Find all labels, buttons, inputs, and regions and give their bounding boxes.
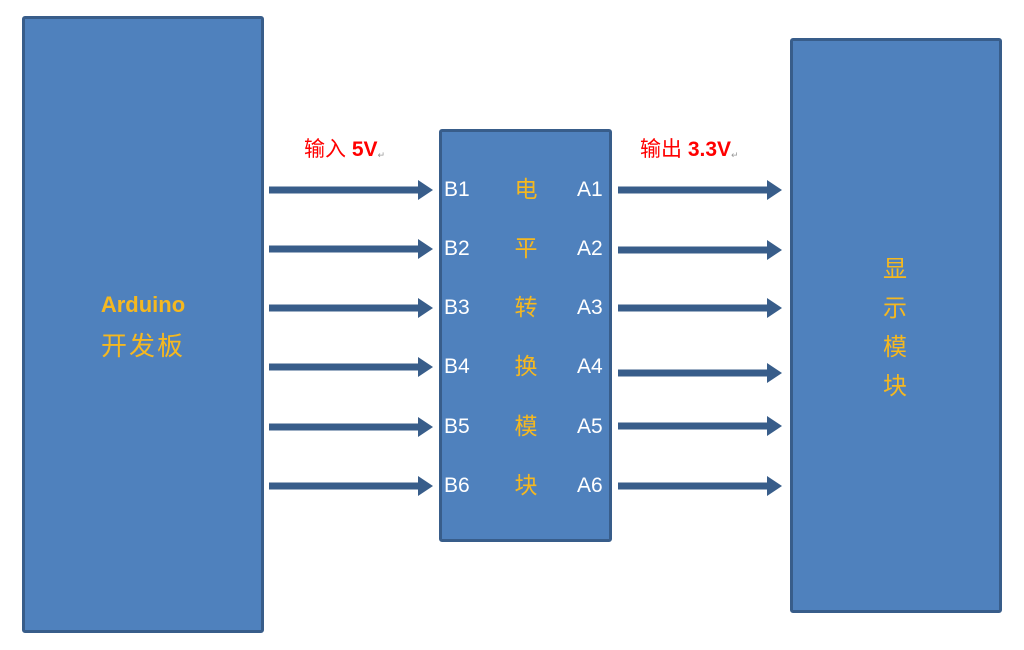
arrow-head-icon xyxy=(767,298,782,318)
output-voltage-label: 输出 3.3V↵ xyxy=(640,133,739,163)
arduino-board-subtitle: 开发板 xyxy=(100,332,185,362)
arrow-head-icon xyxy=(418,298,433,318)
level-shifter-title-char: 平 xyxy=(514,236,538,262)
arduino-board-box xyxy=(22,16,264,633)
b-pin-label: B5 xyxy=(444,415,470,438)
level-shifter-title-char: 模 xyxy=(514,414,538,440)
output-arrow xyxy=(618,180,782,200)
a-pin-label: A3 xyxy=(577,296,603,319)
input-arrow xyxy=(269,298,433,318)
paragraph-mark-icon: ↵ xyxy=(731,150,739,160)
arrow-shaft xyxy=(618,304,768,312)
a-pin-label: A1 xyxy=(577,178,603,201)
arrow-shaft xyxy=(618,422,768,430)
input-label-prefix: 输入 xyxy=(304,137,346,161)
paragraph-mark-icon: ↵ xyxy=(377,150,386,160)
output-arrow xyxy=(618,240,782,260)
display-module-title-char: 模 xyxy=(883,333,907,361)
arrow-shaft xyxy=(618,186,768,194)
output-label-value: 3.3V xyxy=(687,138,732,161)
arrow-shaft xyxy=(618,369,768,377)
b-pin-label: B2 xyxy=(444,237,470,260)
display-module-box xyxy=(790,38,1002,613)
a-pin-label: A4 xyxy=(577,355,603,378)
arrow-head-icon xyxy=(767,363,782,383)
arrow-head-icon xyxy=(418,239,433,259)
level-shifter-title-char: 电 xyxy=(514,177,538,203)
input-label-value: 5V xyxy=(351,138,378,161)
a-pin-label: A6 xyxy=(577,474,603,497)
level-shifter-box xyxy=(439,129,612,542)
arrow-shaft xyxy=(269,363,419,371)
output-arrow xyxy=(618,476,782,496)
arrow-head-icon xyxy=(418,476,433,496)
arrow-head-icon xyxy=(767,416,782,436)
arrow-head-icon xyxy=(767,240,782,260)
level-shifter-title-char: 转 xyxy=(514,295,538,321)
input-arrow xyxy=(269,417,433,437)
level-shifter-title-char: 换 xyxy=(514,354,538,380)
arrow-head-icon xyxy=(418,357,433,377)
arrow-shaft xyxy=(269,423,419,431)
b-pin-label: B1 xyxy=(444,178,470,201)
arrow-head-icon xyxy=(767,180,782,200)
arrow-head-icon xyxy=(767,476,782,496)
input-arrow xyxy=(269,357,433,377)
input-arrow xyxy=(269,180,433,200)
arrow-head-icon xyxy=(418,180,433,200)
level-shifter-title-char: 块 xyxy=(514,473,538,499)
a-pin-label: A5 xyxy=(577,415,603,438)
b-pin-label: B6 xyxy=(444,474,470,497)
arrow-shaft xyxy=(269,186,419,194)
input-arrow xyxy=(269,239,433,259)
arrow-shaft xyxy=(269,482,419,490)
arrow-head-icon xyxy=(418,417,433,437)
input-voltage-label: 输入 5V↵ xyxy=(304,133,385,163)
display-module-title-char: 示 xyxy=(883,294,907,322)
arduino-board-name: Arduino xyxy=(100,292,186,317)
display-module-title-char: 显 xyxy=(883,255,907,283)
a-pin-label: A2 xyxy=(577,237,603,260)
display-module-title-char: 块 xyxy=(883,372,907,400)
arrow-shaft xyxy=(269,245,419,253)
arrow-shaft xyxy=(618,246,768,254)
output-arrow xyxy=(618,416,782,436)
b-pin-label: B3 xyxy=(444,296,470,319)
b-pin-label: B4 xyxy=(444,355,470,378)
arrow-shaft xyxy=(269,304,419,312)
output-arrow xyxy=(618,298,782,318)
output-arrow xyxy=(618,363,782,383)
input-arrow xyxy=(269,476,433,496)
output-label-prefix: 输出 xyxy=(640,137,682,161)
arrow-shaft xyxy=(618,482,768,490)
